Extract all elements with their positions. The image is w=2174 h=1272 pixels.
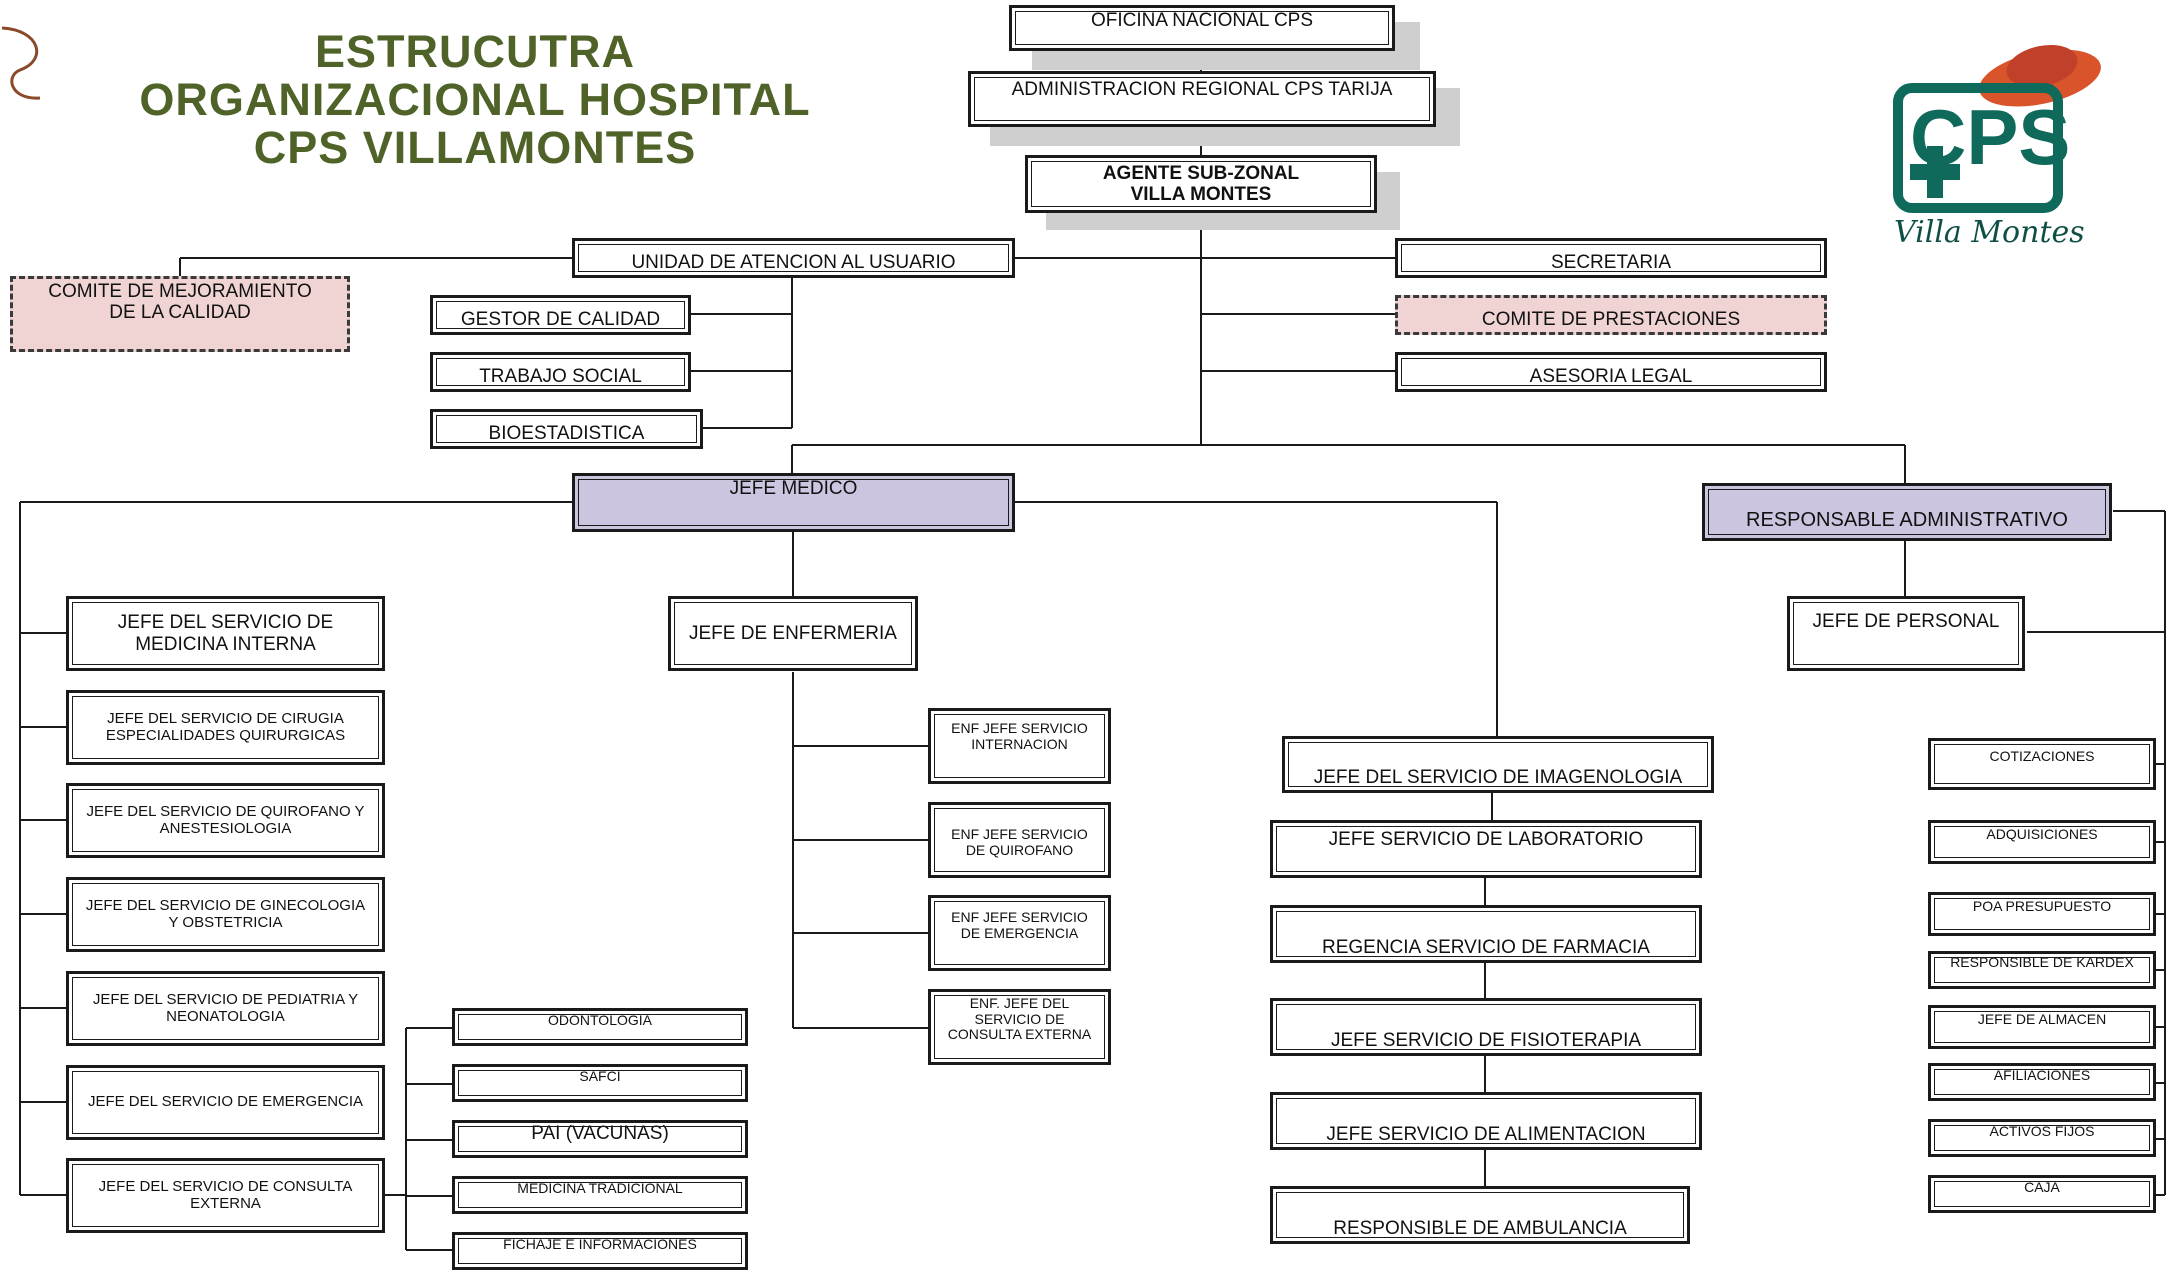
svg-text:Villa Montes: Villa Montes <box>1894 215 2085 250</box>
node-enf-emergencia: ENF JEFE SERVICIO DE EMERGENCIA <box>928 895 1111 971</box>
node-kardex: RESPONSIBLE DE KARDEX <box>1928 951 2156 989</box>
node-medicina-interna: JEFE DEL SERVICIO DE MEDICINA INTERNA <box>66 596 385 671</box>
node-cotizaciones: COTIZACIONES <box>1928 738 2156 790</box>
node-agente-subzonal: AGENTE SUB-ZONAL VILLA MONTES <box>1025 155 1377 213</box>
node-secretaria: SECRETARIA <box>1395 238 1827 278</box>
node-poa-presupuesto: POA PRESUPUESTO <box>1928 892 2156 936</box>
node-jefe-medico: JEFE MEDICO <box>572 473 1015 532</box>
node-farmacia: REGENCIA SERVICIO DE FARMACIA <box>1270 905 1702 963</box>
node-trabajo-social: TRABAJO SOCIAL <box>430 352 691 392</box>
node-imagenologia: JEFE DEL SERVICIO DE IMAGENOLOGIA <box>1282 736 1714 793</box>
node-enf-consulta-externa: ENF. JEFE DEL SERVICIO DE CONSULTA EXTER… <box>928 989 1111 1065</box>
page-title: ESTRUCUTRA ORGANIZACIONAL HOSPITAL CPS V… <box>95 28 855 172</box>
node-quirofano-anestesiologia: JEFE DEL SERVICIO DE QUIROFANO Y ANESTES… <box>66 783 385 858</box>
node-alimentacion: JEFE SERVICIO DE ALIMENTACION <box>1270 1092 1702 1150</box>
node-bioestadistica: BIOESTADISTICA <box>430 409 703 449</box>
cps-cross-hat-logo-icon: CPS Villa Montes <box>1893 45 2101 250</box>
node-afiliaciones: AFILIACIONES <box>1928 1063 2156 1101</box>
node-almacen: JEFE DE ALMACEN <box>1928 1005 2156 1049</box>
node-pediatria: JEFE DEL SERVICIO DE PEDIATRIA Y NEONATO… <box>66 971 385 1046</box>
decorative-swirl-icon <box>0 20 50 100</box>
node-enf-quirofano: ENF JEFE SERVICIO DE QUIROFANO <box>928 802 1111 878</box>
node-caja: CAJA <box>1928 1175 2156 1213</box>
node-activos-fijos: ACTIVOS FIJOS <box>1928 1119 2156 1157</box>
node-fisioterapia: JEFE SERVICIO DE FISIOTERAPIA <box>1270 998 1702 1056</box>
node-odontologia: ODONTOLOGIA <box>452 1008 748 1046</box>
node-cirugia: JEFE DEL SERVICIO DE CIRUGIA ESPECIALIDA… <box>66 690 385 765</box>
node-ambulancia: RESPONSIBLE DE AMBULANCIA <box>1270 1186 1690 1244</box>
node-ginecologia: JEFE DEL SERVICIO DE GINECOLOGIA Y OBSTE… <box>66 877 385 952</box>
node-jefe-enfermeria: JEFE DE ENFERMERIA <box>668 596 918 671</box>
node-admin-regional: ADMINISTRACION REGIONAL CPS TARIJA <box>968 71 1436 127</box>
title-line-2: ORGANIZACIONAL HOSPITAL <box>139 74 811 125</box>
title-line-3: CPS VILLAMONTES <box>253 122 697 173</box>
node-comite-prestaciones: COMITE DE PRESTACIONES <box>1395 295 1827 335</box>
node-laboratorio: JEFE SERVICIO DE LABORATORIO <box>1270 820 1702 878</box>
node-pai-vacunas: PAI (VACUNAS) <box>452 1120 748 1158</box>
title-line-1: ESTRUCUTRA <box>315 26 635 77</box>
node-gestor-calidad: GESTOR DE CALIDAD <box>430 295 691 335</box>
node-enf-internacion: ENF JEFE SERVICIO INTERNACION <box>928 708 1111 784</box>
node-oficina-nacional: OFICINA NACIONAL CPS <box>1009 5 1395 51</box>
node-medicina-tradicional: MEDICINA TRADICIONAL <box>452 1176 748 1214</box>
node-unidad-atencion: UNIDAD DE ATENCION AL USUARIO <box>572 238 1015 278</box>
node-fichaje: FICHAJE E INFORMACIONES <box>452 1232 748 1270</box>
node-responsable-administrativo: RESPONSABLE ADMINISTRATIVO <box>1702 483 2112 541</box>
node-consulta-externa: JEFE DEL SERVICIO DE CONSULTA EXTERNA <box>66 1158 385 1233</box>
node-asesoria-legal: ASESORIA LEGAL <box>1395 352 1827 392</box>
node-adquisiciones: ADQUISICIONES <box>1928 820 2156 864</box>
node-jefe-personal: JEFE DE PERSONAL <box>1787 596 2025 671</box>
node-comite-calidad: COMITE DE MEJORAMIENTO DE LA CALIDAD <box>10 276 350 352</box>
node-emergencia: JEFE DEL SERVICIO DE EMERGENCIA <box>66 1065 385 1140</box>
cps-logo: CPS Villa Montes <box>1870 36 2130 256</box>
node-safci: SAFCI <box>452 1064 748 1102</box>
